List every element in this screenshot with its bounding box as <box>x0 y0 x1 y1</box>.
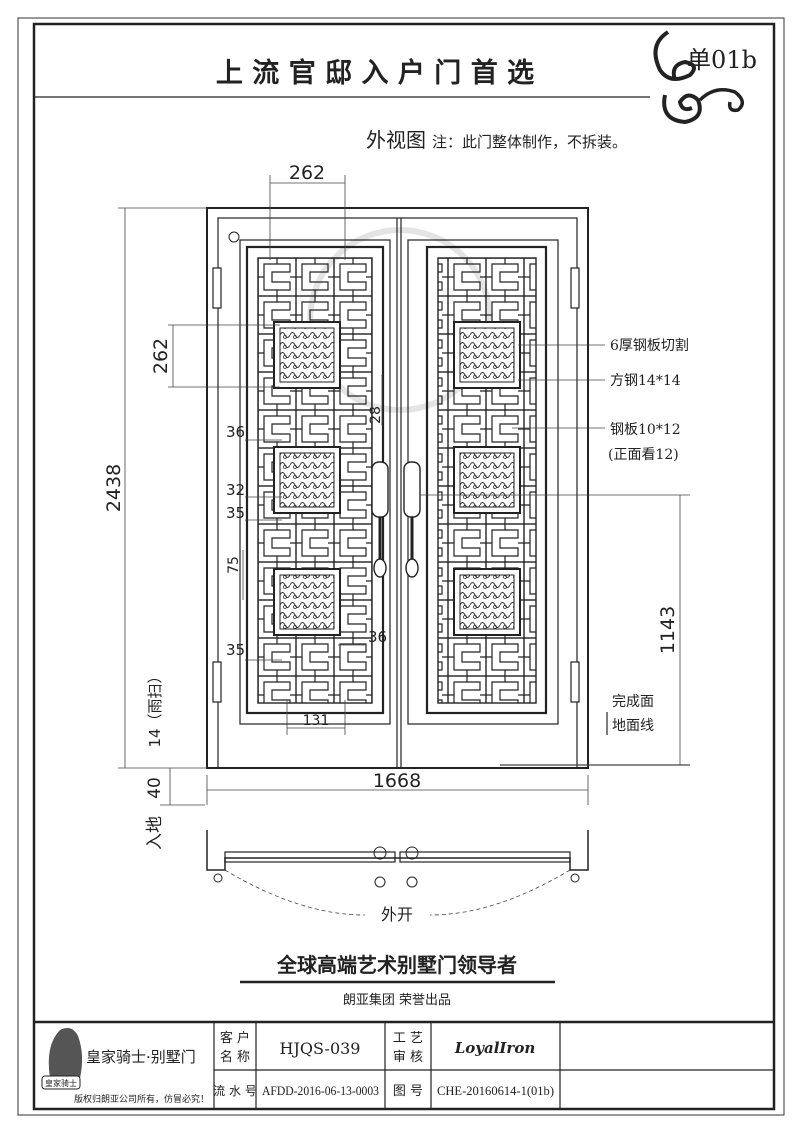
dim-32: 32 <box>226 481 245 499</box>
serial-value: AFDD-2016-06-13-0003 <box>262 1083 379 1098</box>
hinge-icon <box>570 267 580 309</box>
dim-36-b: 36 <box>368 628 387 646</box>
outer-border <box>17 17 785 1116</box>
title-block <box>34 1020 774 1109</box>
dim-top-width: 262 <box>289 162 325 184</box>
lock-icon <box>228 231 240 243</box>
sheet-code: 单01b <box>687 46 757 74</box>
dim-75: 75 <box>226 556 242 574</box>
door-plan-view <box>206 830 589 916</box>
dim-36-a: 36 <box>226 423 245 441</box>
note-front-view: (正面看12) <box>608 447 679 463</box>
view-note: 注：此门整体制作，不拆装。 <box>432 133 627 151</box>
dim-ground: 40 <box>145 777 165 799</box>
drawing-label: 图 号 <box>393 1084 423 1099</box>
note-square-steel: 方钢14*14 <box>610 373 681 389</box>
page-title: 上 流 官 邸 入 户 门 首 选 <box>216 57 534 89</box>
dim-131: 131 <box>303 713 330 729</box>
slogan-main: 全球高端艺术别墅门领导者 <box>276 953 517 977</box>
note-steel-plate: 钢板10*12 <box>610 422 681 438</box>
serial-label: 流 水 号 <box>213 1084 257 1098</box>
scroll-ornament-icon <box>653 30 745 125</box>
note-opening: 外开 <box>381 905 413 924</box>
note-steel-plate-cut: 6厚钢板切割 <box>610 337 689 354</box>
process-label-1: 工 艺 <box>393 1031 423 1046</box>
knight-logo: 皇家骑士 <box>41 1028 83 1090</box>
brand-name: 皇家骑士·别墅门 <box>86 1048 196 1066</box>
process-label-2: 审 核 <box>393 1050 423 1065</box>
dim-flower-height: 262 <box>150 338 172 374</box>
view-title: 外视图 <box>366 128 426 152</box>
drawing-number: CHE-20160614-1(01b) <box>437 1083 554 1098</box>
dim-35-a: 35 <box>226 504 245 522</box>
flower-panel <box>273 321 521 636</box>
customer-label-1: 客 户 <box>220 1030 250 1046</box>
dim-total-height: 2438 <box>103 464 125 512</box>
note-finish-surface: 完成面 <box>612 694 654 710</box>
hinge-icon <box>212 267 222 309</box>
process-signature: LoyalIron <box>454 1039 536 1057</box>
customer-label-2: 名 称 <box>220 1049 250 1065</box>
dim-28: 28 <box>368 406 384 424</box>
door-elevation <box>206 207 589 769</box>
dim-ground-label: 入地 <box>145 816 165 850</box>
inner-border <box>32 22 776 1111</box>
svg-text:皇家骑士: 皇家骑士 <box>45 1078 77 1088</box>
dim-handle-height: 1143 <box>657 606 679 654</box>
hinge-icon <box>570 661 580 703</box>
hinge-icon <box>212 661 222 703</box>
copyright-text: 版权归朗亚公司所有，仿冒必究！ <box>74 1093 209 1105</box>
dim-total-width: 1668 <box>373 770 421 792</box>
dim-sweep: 14（雨扫） <box>146 668 164 747</box>
customer-value: HJQS-039 <box>280 1039 361 1058</box>
note-ground-line: 地面线 <box>612 718 654 734</box>
slogan-sub: 朗亚集团 荣誉出品 <box>343 992 451 1008</box>
door-handle-icon <box>371 461 421 578</box>
dim-35-b: 35 <box>226 641 245 659</box>
